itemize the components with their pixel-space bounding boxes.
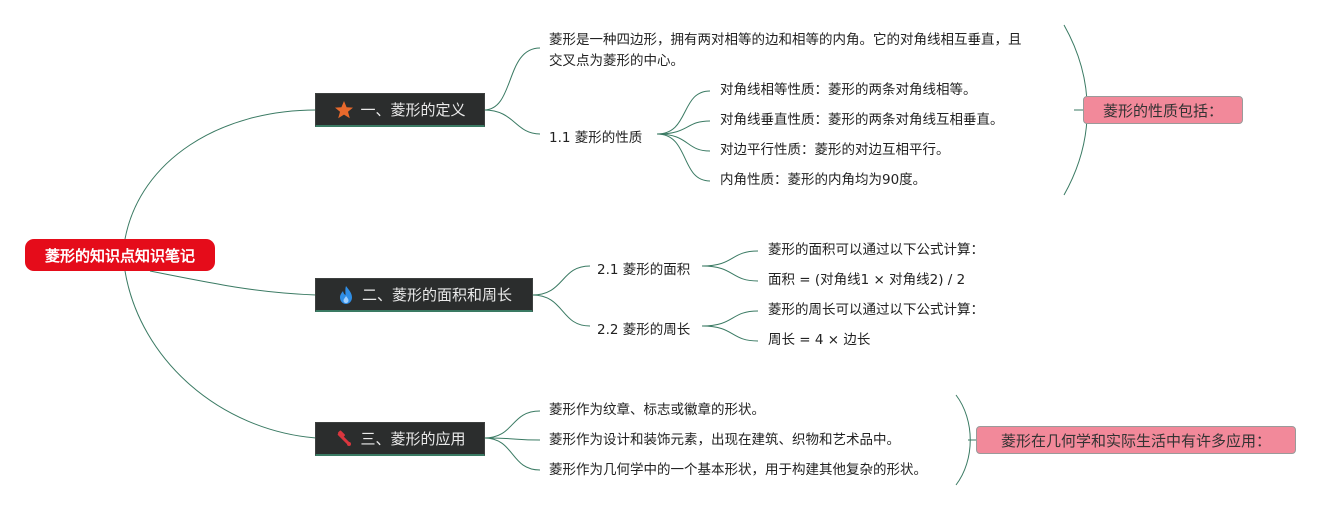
perimeter-formula: 周长 = 4 × 边长 <box>768 332 871 348</box>
flame-icon <box>339 285 352 304</box>
topic-label: 三、菱形的应用 <box>360 430 466 448</box>
properties-label: 1.1 菱形的性质 <box>549 130 643 146</box>
link-root-topic1 <box>124 109 317 240</box>
link-topic1-properties <box>483 109 541 135</box>
property-item: 对角线垂直性质：菱形的两条对角线互相垂直。 <box>720 112 1004 128</box>
area-item: 菱形的面积可以通过以下公式计算： <box>768 242 984 258</box>
root-topic[interactable]: 菱形的知识点知识笔记 <box>25 239 215 271</box>
star-icon <box>335 100 354 118</box>
property-item: 对角线相等性质：菱形的两条对角线相等。 <box>720 82 977 98</box>
perimeter-item: 菱形的周长可以通过以下公式计算： <box>768 302 984 318</box>
definition-text: 菱形是一种四边形，拥有两对相等的边和相等的内角。它的对角线相互垂直，且 交叉点为… <box>549 32 1022 69</box>
property-item: 对边平行性质：菱形的对边互相平行。 <box>720 142 950 158</box>
topic-label: 一、菱形的定义 <box>360 101 466 119</box>
area-label: 2.1 菱形的面积 <box>597 262 691 278</box>
topic-definition[interactable]: 一、菱形的定义 <box>315 93 485 127</box>
property-item: 内角性质：菱形的内角均为90度。 <box>720 172 927 188</box>
application-item: 菱形作为纹章、标志或徽章的形状。 <box>549 402 765 418</box>
topic-area-perimeter[interactable]: 二、菱形的面积和周长 <box>315 278 533 312</box>
link-root-topic2 <box>149 270 317 296</box>
topic-label: 二、菱形的面积和周长 <box>361 286 512 304</box>
perimeter-label: 2.2 菱形的周长 <box>597 322 691 338</box>
summary-applications[interactable]: 菱形在几何学和实际生活中有许多应用： <box>976 426 1296 454</box>
summary-properties[interactable]: 菱形的性质包括： <box>1083 96 1243 124</box>
link-topic1-definition <box>483 47 541 111</box>
application-item: 菱形作为设计和装饰元素，出现在建筑、织物和艺术品中。 <box>549 432 900 448</box>
tools-icon <box>338 430 352 446</box>
link-root-topic3 <box>124 270 317 439</box>
area-formula: 面积 = (对角线1 × 对角线2) / 2 <box>768 272 966 288</box>
topic-applications[interactable]: 三、菱形的应用 <box>315 422 485 456</box>
application-item: 菱形作为几何学中的一个基本形状，用于构建其他复杂的形状。 <box>549 462 927 478</box>
